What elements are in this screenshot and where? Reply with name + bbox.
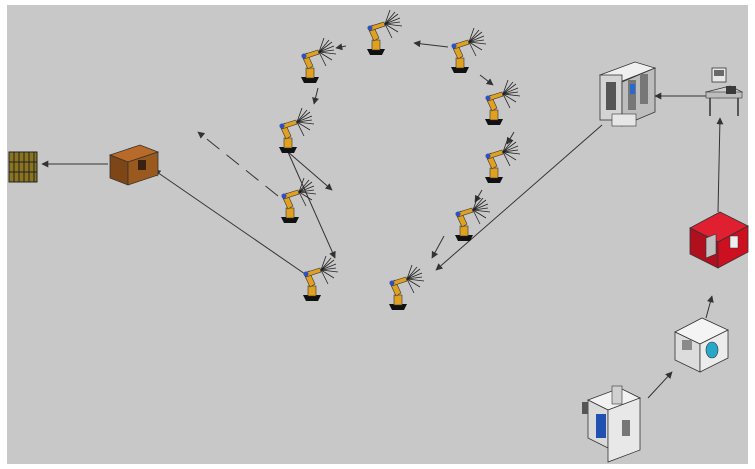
arrow-robot-chain-3 [506,131,515,145]
turning-center-icon [674,317,729,373]
inspection-station-icon [704,67,744,116]
arrow-robot-chain-7 [312,87,319,105]
arrow-lathe-to-inspection [716,117,724,213]
pallet-rack-icon [8,151,38,183]
arrow-robot-to-workbench [153,169,306,275]
arrow-robot-chain-1 [431,235,445,259]
milling-machine-icon [582,385,641,463]
arrow-robot-chain-6 [335,43,347,51]
arrow-center-to-robot [435,124,603,271]
arrow-dashed-return [197,131,279,197]
flow-arrows [41,40,724,399]
arrow-robot-chain-5 [413,40,449,48]
arrow-turning-to-lathe [705,295,714,319]
arrow-robot-chain-8 [287,151,333,191]
arrow-robot-chain-4 [479,74,494,86]
workbench-icon [108,144,160,186]
arrow-robot-chain-9 [287,151,336,259]
machining-center-icon [598,61,657,127]
red-lathe-icon [689,211,749,269]
arrow-mill-to-turning [647,371,673,399]
